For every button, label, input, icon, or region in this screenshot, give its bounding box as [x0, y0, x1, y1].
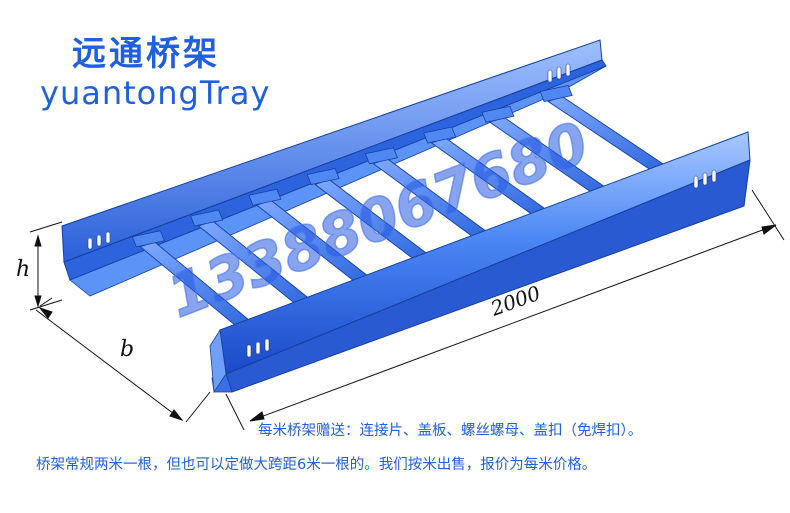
dimension-width-label: b	[120, 337, 134, 362]
front-rail	[209, 131, 751, 394]
caption-length-pricing: 桥架常规两米一根，但也可以定做大跨距6米一根的。我们按米出售，报价为每米价格。	[36, 457, 597, 473]
rung-end-cap	[131, 230, 165, 248]
back-rail-slots	[87, 63, 571, 250]
rung-end-cap	[190, 209, 224, 227]
rung-end-cap	[364, 147, 398, 165]
caption-gifts: 每米桥架赠送：连接片、盖板、螺丝螺母、盖扣（免焊扣）。	[258, 423, 643, 439]
front-rail-slots	[246, 169, 717, 358]
brand-name-english: yuantongTray	[40, 74, 271, 112]
rung-end-cap	[306, 168, 340, 185]
rung-end-cap	[248, 188, 282, 206]
rung-end-cap	[481, 105, 515, 123]
ladder-rungs	[131, 85, 667, 329]
rung-end-cap	[423, 126, 457, 144]
brand-name-chinese: 远通桥架	[72, 34, 220, 74]
dimension-height-label: h	[16, 257, 30, 282]
dimension-lines	[29, 189, 785, 431]
rung-end-cap	[539, 85, 573, 102]
